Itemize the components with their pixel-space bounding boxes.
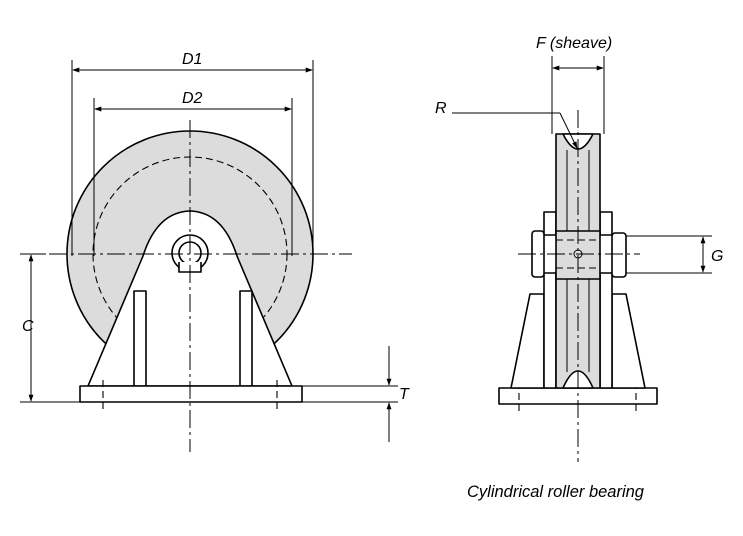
bracket-rib-left [133, 290, 147, 387]
label-c: C [22, 318, 34, 335]
label-f: F (sheave) [536, 35, 612, 52]
label-r: R [435, 100, 447, 117]
label-d2: D2 [182, 90, 203, 107]
label-d1: D1 [182, 51, 202, 68]
front-view: D1 D2 C T [20, 51, 410, 452]
side-bracket-left [510, 293, 545, 389]
caption: Cylindrical roller bearing [467, 483, 645, 501]
side-bracket-right [611, 293, 646, 389]
label-g: G [711, 248, 723, 265]
bracket-rib-right [239, 290, 253, 387]
side-view: F (sheave) R G [435, 35, 723, 462]
base-plate [79, 385, 303, 403]
label-t: T [399, 386, 410, 403]
shaft-cap-right [611, 232, 627, 278]
